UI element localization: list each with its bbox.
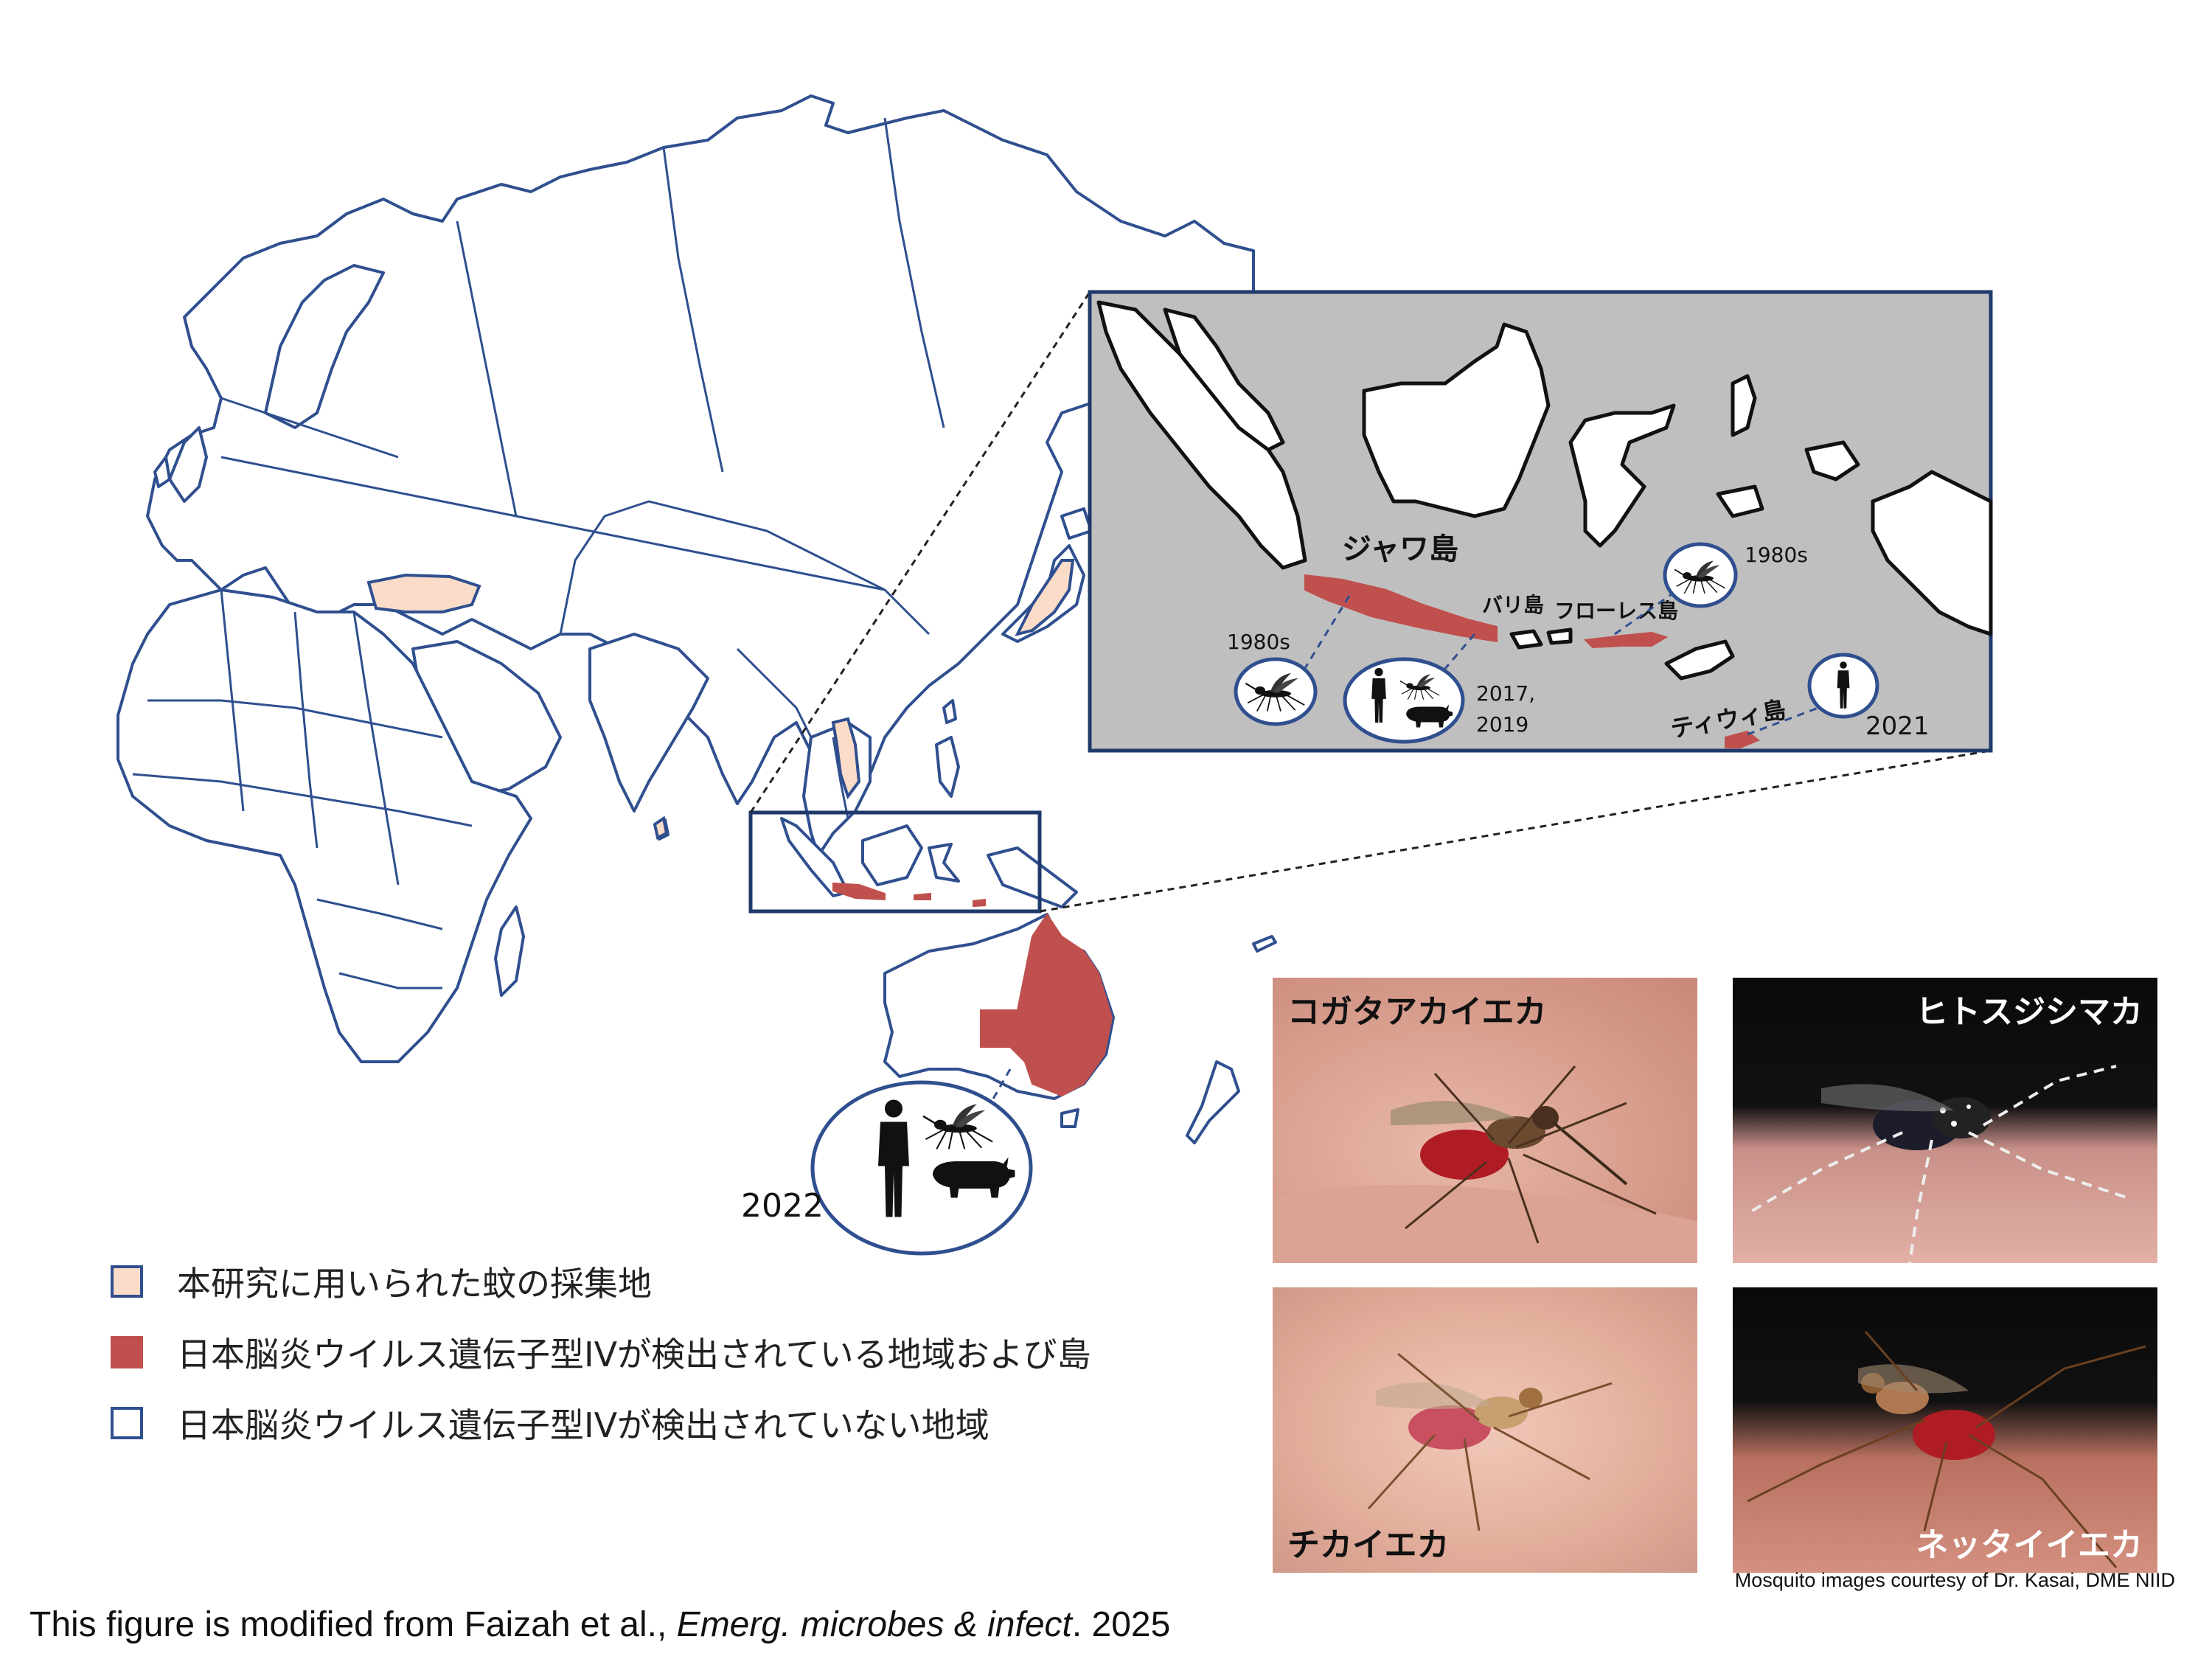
caption-suffix: . 2025 <box>1071 1605 1171 1644</box>
photo-culex-tritaeniorhynchus: コガタアカイエカ <box>1273 978 1697 1263</box>
inset-flores <box>1583 631 1669 649</box>
central-java-circle <box>1343 657 1465 744</box>
sulawesi <box>928 843 960 883</box>
sampled-region-sri-lanka <box>653 815 669 840</box>
indian-subcontinent <box>588 633 709 813</box>
scandinavia <box>264 264 385 429</box>
caption-prefix: This figure is modified from Faizah et a… <box>29 1605 677 1644</box>
zoom-line-bottom <box>1039 749 1992 913</box>
inset-java <box>1304 574 1498 643</box>
detected-java-main <box>832 882 886 901</box>
legend-item-detected: 日本脳炎ウイルス遺伝子型IVが検出されている地域および島 <box>111 1317 1091 1388</box>
mosquito-photo-grid: コガタアカイエカ ヒトスジシマカ チカイエカ ネッタイイエカ <box>1273 978 2177 1573</box>
label-flores: フローレス島 <box>1554 599 1678 623</box>
callout-line-west-java <box>1304 595 1351 669</box>
philippines <box>935 736 960 798</box>
year-central-java-2: 2019 <box>1476 712 1528 737</box>
year-flores: 1980s <box>1745 543 1808 567</box>
detected-queensland <box>980 913 1113 1097</box>
legend-label-not-detected: 日本脳炎ウイルス遺伝子型IVが検出されていない地域 <box>177 1405 990 1445</box>
tasmania <box>1060 1108 1079 1128</box>
photo-culex-quinquefasciatus: ネッタイイエカ <box>1733 1287 2157 1573</box>
photo-label-chika: チカイエカ <box>1287 1526 1450 1564</box>
legend: 本研究に用いられた蚊の採集地 日本脳炎ウイルス遺伝子型IVが検出されている地域お… <box>111 1246 1091 1458</box>
africa <box>116 588 532 1063</box>
label-java: ジャワ島 <box>1342 532 1458 566</box>
legend-swatch-detected <box>111 1336 143 1368</box>
country-borders <box>132 117 945 990</box>
year-west-java: 1980s <box>1227 630 1290 654</box>
mosquito-illustration <box>1273 1065 1697 1263</box>
photo-credit: Mosquito images courtesy of Dr. Kasai, D… <box>1734 1569 2175 1591</box>
figure-caption: This figure is modified from Faizah et a… <box>29 1604 1170 1645</box>
photo-culex-pipiens-molestus: チカイエカ <box>1273 1287 1697 1573</box>
inset-new-guinea <box>1871 470 1993 636</box>
eurasia-landmass <box>146 94 1255 813</box>
sampled-region-turkey <box>366 573 481 613</box>
sampled-region-vietnam <box>831 717 861 800</box>
inset-malay-peninsula <box>1163 307 1285 452</box>
mosquito-illustration <box>1747 1331 2146 1568</box>
label-bali: バリ島 <box>1482 593 1544 617</box>
photo-aedes-albopictus: ヒトスジシマカ <box>1733 978 2157 1263</box>
legend-swatch-not-detected <box>111 1407 143 1439</box>
year-tiwi: 2021 <box>1865 712 1930 741</box>
legend-label-detected: 日本脳炎ウイルス遺伝子型IVが検出されている地域および島 <box>177 1335 1091 1374</box>
sampled-region-japan <box>1015 559 1075 636</box>
photo-label-nettai: ネッタイイエカ <box>1916 1526 2143 1564</box>
inset-tiwi <box>1725 730 1760 748</box>
caption-journal: Emerg. microbes & infect <box>676 1605 1072 1644</box>
australia-year: 2022 <box>741 1187 824 1225</box>
inset-timor <box>1664 639 1735 681</box>
inset-bali-area <box>1509 627 1573 650</box>
taiwan <box>942 699 957 724</box>
new-caledonia <box>1252 935 1277 953</box>
inset-borneo <box>1362 322 1551 518</box>
inset-sulawesi <box>1568 403 1676 548</box>
australia-host-circle <box>810 1080 1033 1256</box>
mosquito-illustration <box>1746 1065 2132 1263</box>
photo-label-kogata: コガタアカイエカ <box>1287 993 1547 1031</box>
australia-callout-line <box>979 1068 1012 1121</box>
indonesia-inset: ジャワ島 バリ島 フローレス島 ティウィ島 1980s 2017, 2019 1… <box>1088 290 1993 753</box>
legend-item-not-detected: 日本脳炎ウイルス遺伝子型IVが検出されていない地域 <box>111 1388 1091 1458</box>
inset-maluku <box>1716 374 1860 518</box>
madagascar <box>494 905 525 997</box>
new-guinea <box>987 846 1078 908</box>
legend-item-sampled: 本研究に用いられた蚊の採集地 <box>111 1246 1091 1317</box>
focus-rectangle <box>748 810 1042 914</box>
detected-tiwi-main <box>973 898 986 908</box>
legend-label-sampled: 本研究に用いられた蚊の採集地 <box>177 1264 652 1304</box>
mosquito-illustration <box>1367 1352 1613 1531</box>
sumatra <box>780 817 849 897</box>
new-zealand <box>1186 1060 1240 1144</box>
zoom-line-top <box>749 291 1091 813</box>
detected-flores-main <box>914 892 931 900</box>
callout-line-flores <box>1614 591 1674 636</box>
year-central-java-1: 2017, <box>1476 681 1535 706</box>
borneo <box>861 824 923 886</box>
british-isles <box>153 426 208 503</box>
legend-swatch-sampled <box>111 1265 143 1298</box>
photo-label-hitosuji: ヒトスジシマカ <box>1916 993 2143 1031</box>
